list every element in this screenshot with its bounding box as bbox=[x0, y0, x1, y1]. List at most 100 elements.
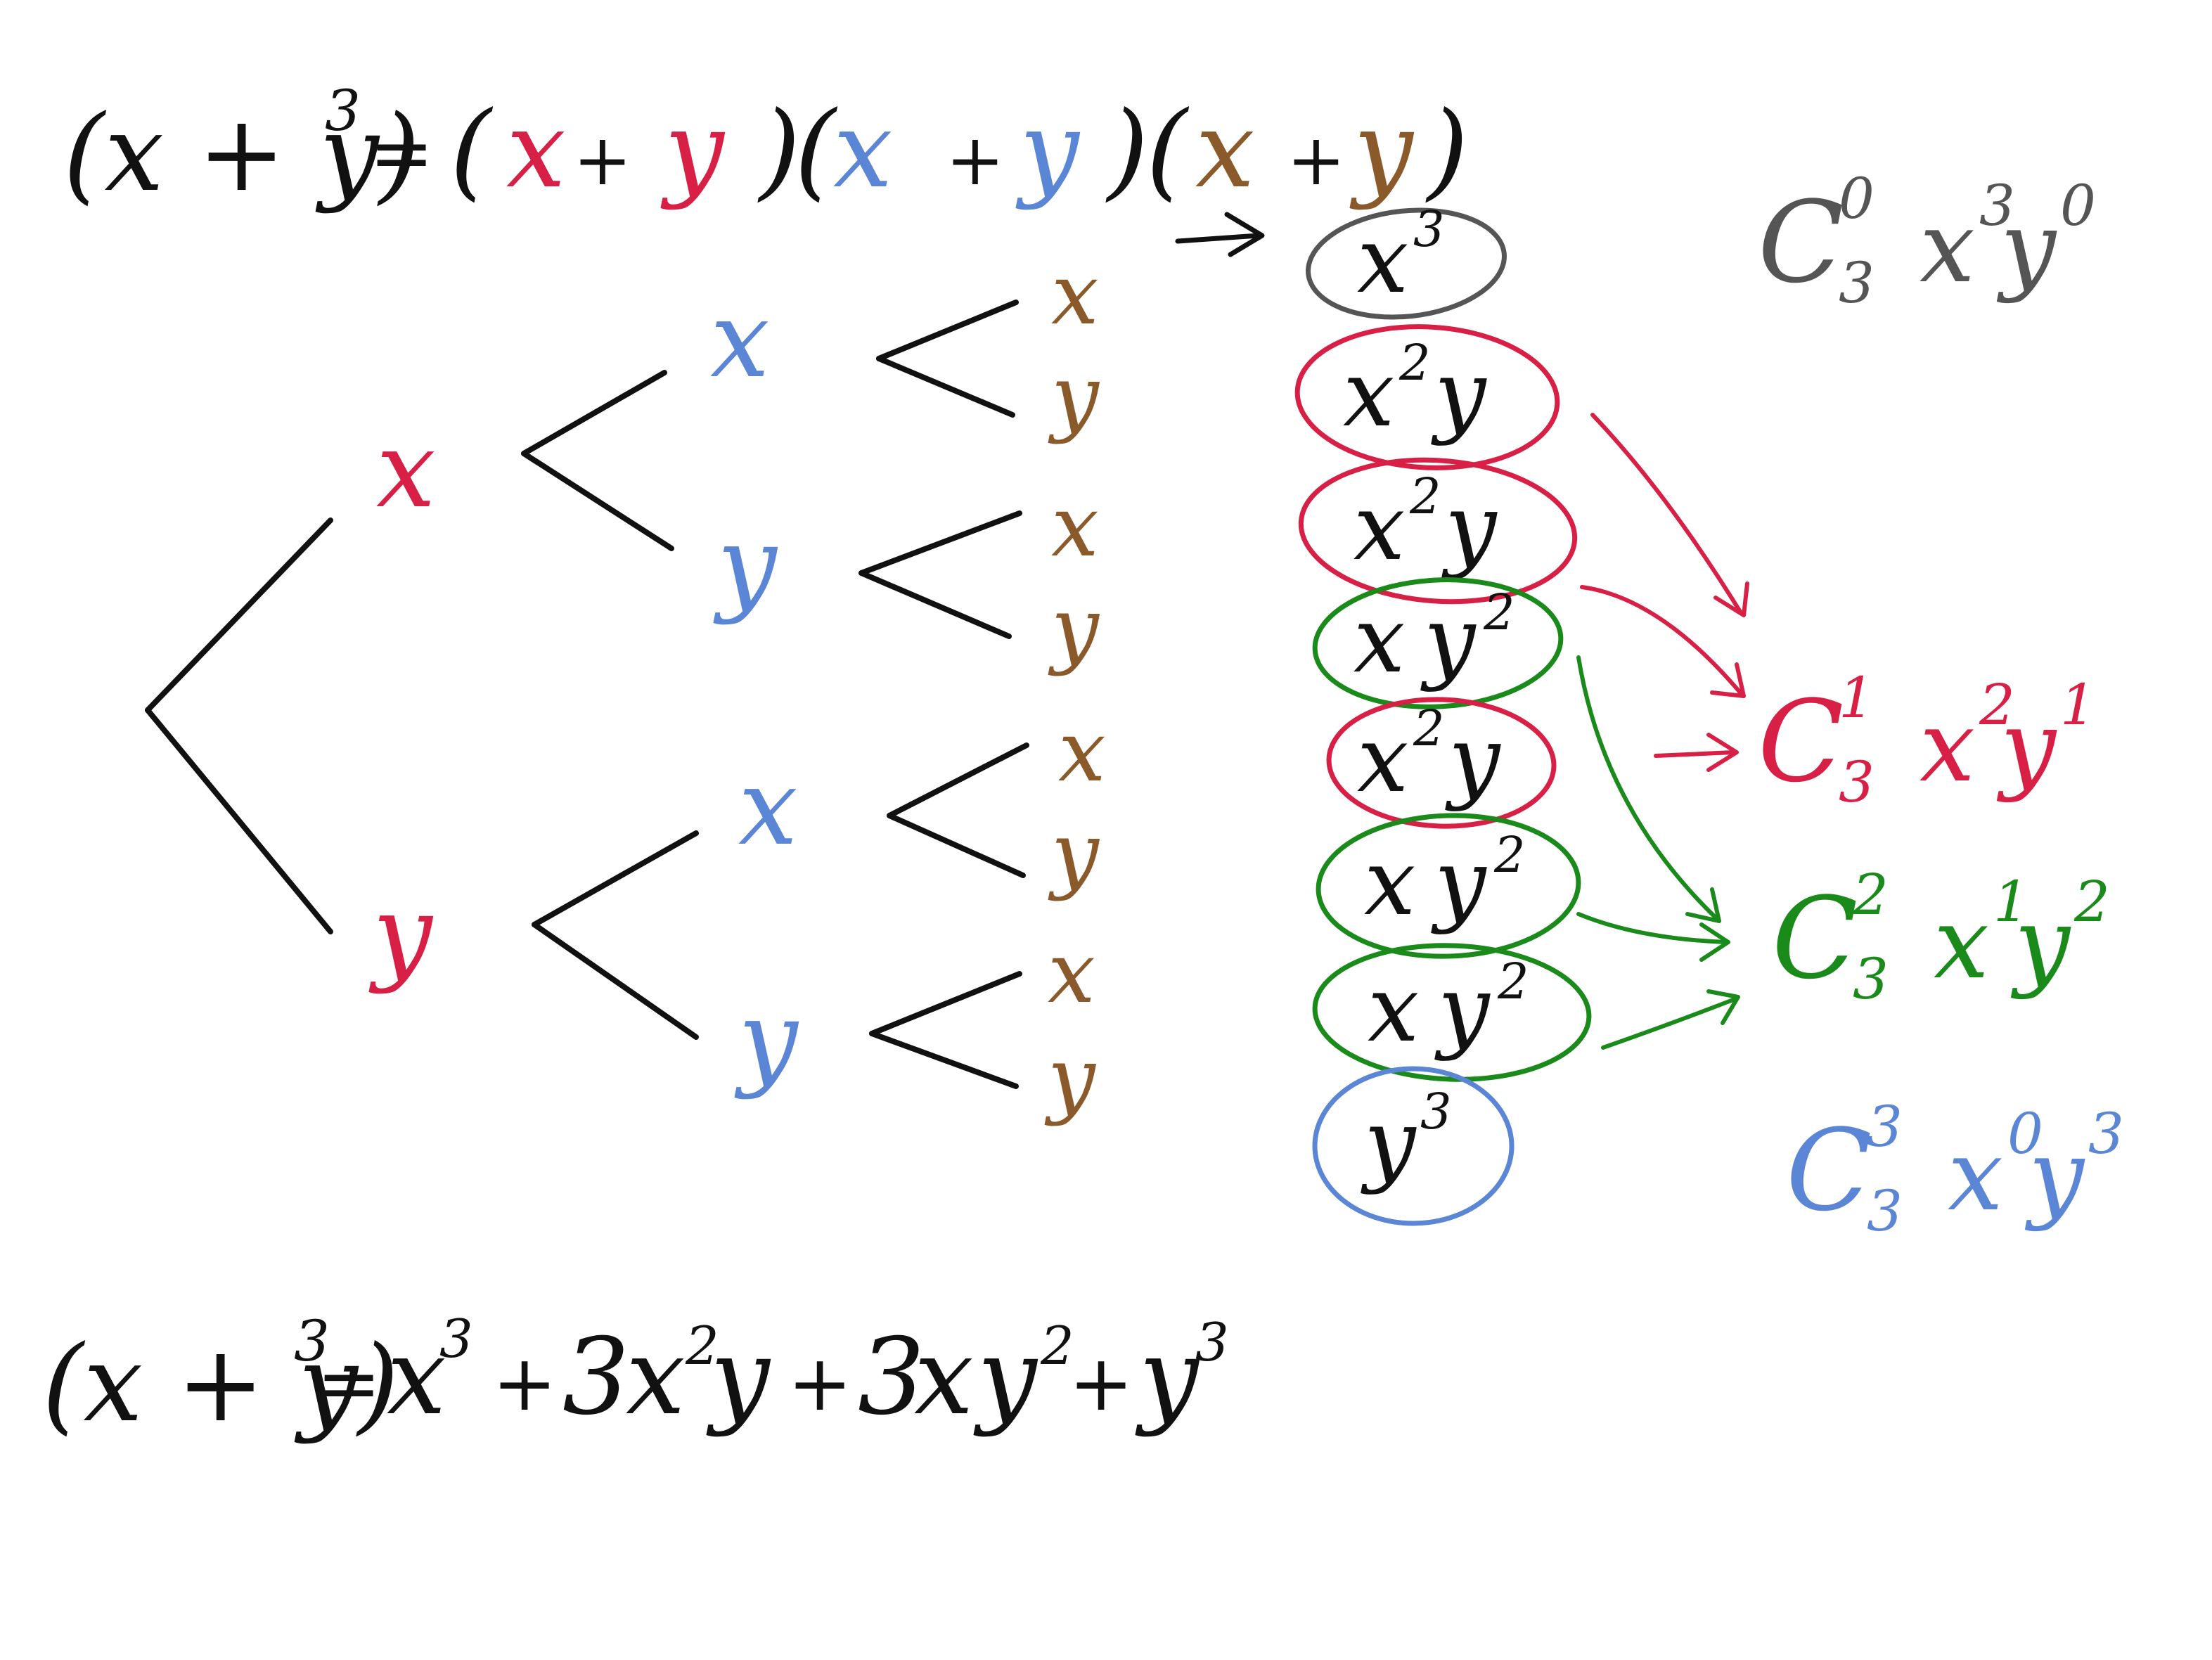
tree-branches bbox=[145, 300, 1029, 1089]
arrow-green-2 bbox=[1576, 912, 1728, 944]
product-ring-8 bbox=[1312, 1066, 1515, 1226]
tree-l1-y: y bbox=[368, 873, 434, 996]
product-exp1: 3 bbox=[1420, 1083, 1452, 1140]
factor3-y: y bbox=[1349, 89, 1415, 212]
branch-xx-to-y bbox=[876, 356, 1015, 418]
top-equation: (x + y) 3 = ( x + y ) ( x + y ) ( x + y … bbox=[63, 78, 1469, 215]
product-base2: y bbox=[1431, 340, 1487, 447]
tree-l3-6: y bbox=[1048, 805, 1100, 903]
branch-y-to-y bbox=[532, 922, 699, 1040]
product-exp1: 2 bbox=[1413, 700, 1445, 757]
product-base2: y bbox=[1431, 829, 1487, 936]
product-exp1: 3 bbox=[1413, 200, 1445, 258]
term2-x-exp: 2 bbox=[685, 1315, 719, 1377]
binomial-xexp: 1 bbox=[1993, 869, 2029, 934]
binomial-k: 1 bbox=[1839, 665, 1875, 731]
tree-l2-y-bottom: y bbox=[734, 979, 799, 1101]
plus-1: + bbox=[492, 1338, 557, 1428]
arrow-green-3 bbox=[1601, 996, 1739, 1050]
product-base1: x bbox=[1364, 829, 1415, 936]
binomial-x: x bbox=[1920, 191, 1975, 305]
factor2-plus: + bbox=[946, 119, 1005, 201]
term3-y-exp: 2 bbox=[1040, 1315, 1074, 1377]
branch-xy-to-y bbox=[859, 570, 1012, 639]
product-base1: x bbox=[1357, 706, 1408, 813]
branch-root-to-y bbox=[145, 707, 333, 934]
factor1-x: x bbox=[506, 89, 566, 212]
arrow-green-1-head bbox=[1685, 887, 1721, 923]
term3-y: y bbox=[973, 1316, 1039, 1439]
plus-2: + bbox=[787, 1338, 852, 1428]
arrow-red-2 bbox=[1580, 585, 1742, 695]
product-base1: x bbox=[1343, 340, 1394, 447]
arrow-green-2-head bbox=[1699, 922, 1730, 962]
product-ring-1 bbox=[1306, 207, 1507, 320]
tree-l3-7: x bbox=[1048, 925, 1095, 1022]
tree-l2-x-bottom: x bbox=[738, 747, 798, 869]
bottom-equals: = bbox=[316, 1338, 381, 1428]
arrow-green-1 bbox=[1576, 655, 1718, 920]
tree-l3-5: x bbox=[1058, 703, 1106, 801]
tree-l3-1: x bbox=[1051, 246, 1099, 344]
binomial-xexp: 0 bbox=[2007, 1101, 2043, 1166]
binomial-C: C bbox=[1758, 676, 1844, 807]
term3-coef: 3 bbox=[858, 1316, 925, 1439]
tree-l3-8: y bbox=[1044, 1030, 1097, 1128]
branch-yy-to-y bbox=[869, 1031, 1019, 1089]
paren-close-1: ) bbox=[757, 89, 801, 212]
factor3-plus: + bbox=[1287, 119, 1346, 201]
bottom-equation: (x + y) 3 = x 3 + 3 x 2 y + 3 x y 2 + y … bbox=[42, 1308, 1229, 1446]
product-ring-5 bbox=[1326, 697, 1557, 829]
branch-yy-to-x bbox=[869, 971, 1022, 1036]
product-ring-2 bbox=[1294, 324, 1560, 470]
binomial-y: y bbox=[2024, 1119, 2085, 1233]
binomial-yexp: 0 bbox=[2060, 173, 2096, 238]
binomial-n: 3 bbox=[1839, 250, 1875, 316]
binomial-n: 3 bbox=[1853, 946, 1889, 1012]
product-base1: x bbox=[1357, 207, 1408, 314]
product-base2: y bbox=[1420, 586, 1477, 693]
factor1-plus: + bbox=[573, 119, 632, 201]
product-base2: y bbox=[1434, 956, 1491, 1062]
term-x3-exp: 3 bbox=[439, 1308, 473, 1370]
term3-x: x bbox=[914, 1316, 974, 1439]
product-ring-3 bbox=[1298, 457, 1578, 605]
factor3-x: x bbox=[1195, 89, 1255, 212]
paren-open-3: ( bbox=[1146, 89, 1190, 212]
product-ring-6 bbox=[1316, 813, 1581, 959]
branch-x-to-x bbox=[521, 370, 667, 456]
binomial-yexp: 3 bbox=[2088, 1101, 2124, 1166]
binomial-yexp: 1 bbox=[2060, 672, 2096, 738]
product-exp1: 2 bbox=[1409, 468, 1441, 525]
binomial-C: C bbox=[1786, 1105, 1872, 1236]
factor1-y: y bbox=[660, 89, 726, 212]
branch-yx-to-x bbox=[887, 742, 1029, 818]
product-ring-4 bbox=[1312, 577, 1564, 709]
bottom-lhs: (x + y) bbox=[42, 1323, 399, 1446]
binomial-k: 0 bbox=[1839, 166, 1875, 231]
product-base1: x bbox=[1368, 956, 1419, 1062]
top-lhs: (x + y) bbox=[63, 93, 420, 215]
binomial-xexp: 2 bbox=[1979, 672, 2015, 738]
product-base2: y bbox=[1441, 474, 1498, 581]
tree-l3-4: y bbox=[1048, 580, 1100, 678]
branch-xx-to-x bbox=[876, 300, 1019, 361]
tree-nodes: x y x y x y x y x y x y x y bbox=[368, 246, 1106, 1128]
product-base1: y bbox=[1361, 1089, 1417, 1196]
plus-3: + bbox=[1069, 1338, 1133, 1428]
branch-root-to-x bbox=[145, 517, 333, 713]
tree-l2-x-top: x bbox=[710, 279, 770, 401]
binomial-C: C bbox=[1758, 176, 1844, 308]
